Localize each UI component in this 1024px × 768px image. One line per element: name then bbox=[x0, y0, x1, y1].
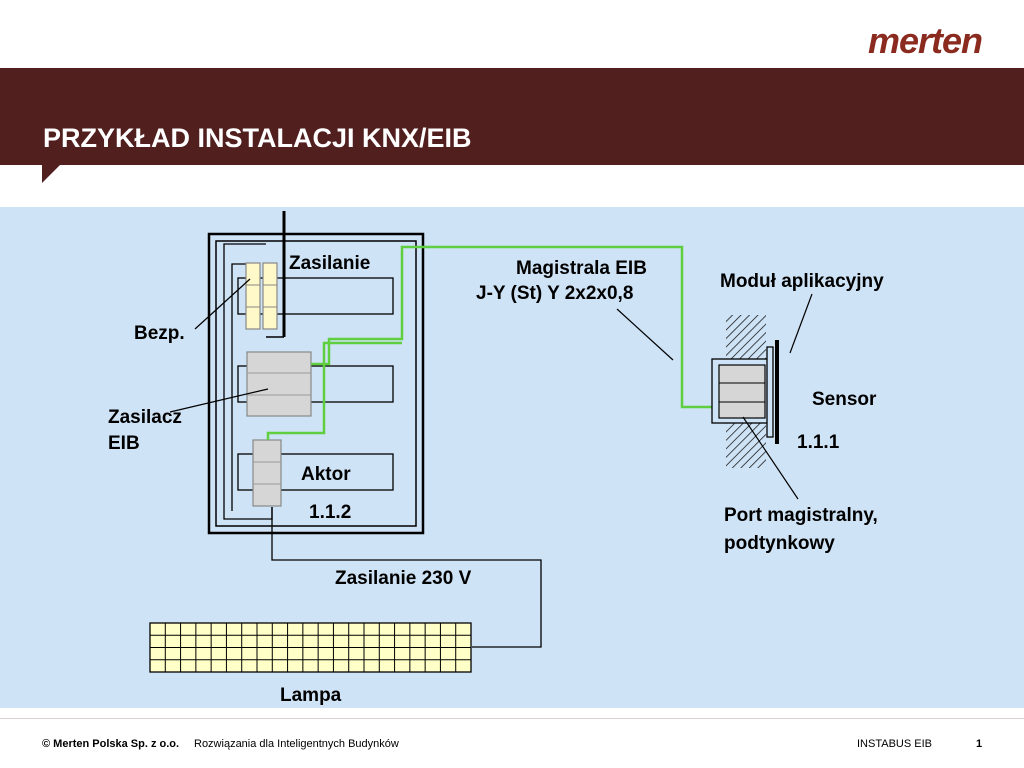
slide-title: PRZYKŁAD INSTALACJI KNX/EIB bbox=[43, 123, 472, 153]
label-zasilanie: Zasilanie bbox=[289, 253, 371, 274]
label-zasilacz-line1: Zasilacz bbox=[108, 407, 182, 428]
din-rail-middle bbox=[237, 365, 394, 403]
wall-hatch-bottom bbox=[726, 422, 766, 468]
label-port-line2: podtynkowy bbox=[724, 533, 835, 554]
eib-bus-actuator bbox=[266, 341, 402, 440]
actuator-module bbox=[252, 439, 282, 507]
din-rail-bottom bbox=[237, 453, 394, 491]
label-bezp: Bezp. bbox=[134, 323, 185, 344]
footer-company: © Merten Polska Sp. z o.o. bbox=[42, 738, 180, 750]
label-magistrala-line2: J-Y (St) Y 2x2x0,8 bbox=[476, 283, 634, 304]
cabinet-outer bbox=[207, 232, 425, 535]
label-sensor-address: 1.1.1 bbox=[797, 432, 840, 453]
merten-logo: merten bbox=[867, 20, 983, 61]
eib-bus-main bbox=[311, 245, 716, 409]
footer-product: INSTABUS EIB bbox=[857, 738, 932, 750]
footer-divider bbox=[0, 718, 1024, 719]
label-port-line1: Port magistralny, bbox=[724, 505, 878, 526]
sensor-plate bbox=[775, 340, 779, 444]
wall-hatch-top bbox=[726, 315, 766, 359]
bus-coupler-face bbox=[718, 364, 766, 419]
power-supply-module bbox=[246, 351, 312, 417]
lamp-grid bbox=[150, 623, 471, 672]
din-rail-top bbox=[237, 277, 394, 315]
fuse-right bbox=[262, 262, 278, 330]
label-sensor: Sensor bbox=[812, 389, 877, 410]
installation-diagram: Zasilanie Bezp. Zasilacz EIB Aktor 1.1.2… bbox=[0, 207, 1024, 708]
label-aktor: Aktor bbox=[301, 464, 351, 485]
footer-tagline: Rozwiązania dla Inteligentnych Budynków bbox=[194, 738, 399, 750]
leader-modul bbox=[789, 293, 813, 354]
label-aktor-address: 1.1.2 bbox=[309, 502, 352, 523]
cabinet-inner bbox=[215, 240, 417, 527]
label-lampa: Lampa bbox=[280, 685, 342, 706]
title-band-tab bbox=[42, 165, 60, 183]
leader-magistrala bbox=[616, 308, 674, 361]
diagram-drawing bbox=[149, 211, 813, 673]
footer-page-number: 1 bbox=[976, 738, 983, 750]
label-zasilacz-line2: EIB bbox=[108, 433, 140, 454]
leader-zasilacz bbox=[169, 388, 269, 413]
label-zasilanie-230: Zasilanie 230 V bbox=[335, 568, 472, 589]
label-modul: Moduł aplikacyjny bbox=[720, 271, 884, 292]
supply-230v-wire bbox=[271, 507, 542, 648]
internal-wire-inner bbox=[231, 263, 251, 511]
application-module-frame bbox=[766, 346, 774, 438]
label-magistrala-line1: Magistrala EIB bbox=[516, 258, 647, 279]
leader-bezp bbox=[194, 278, 251, 330]
title-band bbox=[0, 68, 1024, 165]
fuse-left bbox=[245, 262, 261, 330]
leader-port bbox=[742, 416, 799, 500]
